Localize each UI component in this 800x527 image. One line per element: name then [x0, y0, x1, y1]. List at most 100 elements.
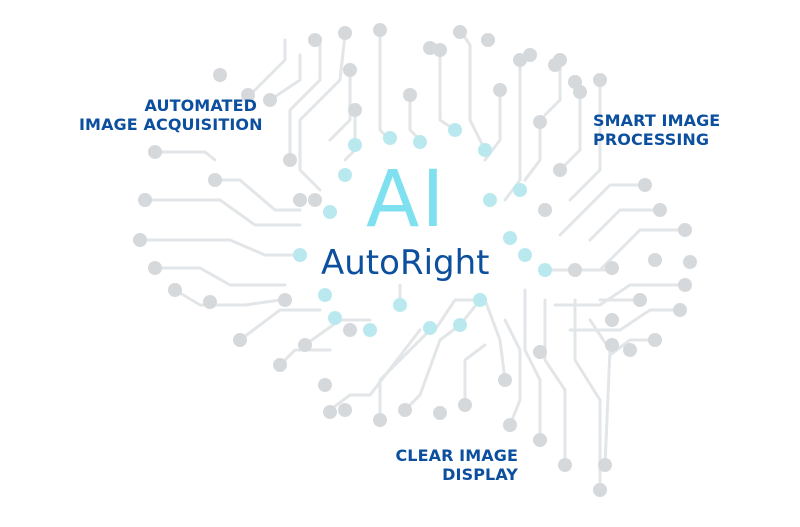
automated-label-line1: AUTOMATED [144, 96, 257, 115]
circuit-node [343, 323, 357, 337]
circuit-node [458, 398, 472, 412]
circuit-node [433, 43, 447, 57]
circuit-node-highlight [323, 205, 337, 219]
circuit-node [263, 93, 277, 107]
circuit-trace [503, 318, 522, 427]
circuit-node-highlight [453, 318, 467, 332]
circuit-node [348, 103, 362, 117]
circuit-node-highlight [393, 298, 407, 312]
ai-heading: AI [366, 155, 447, 245]
circuit-node [133, 233, 147, 247]
circuit-node [148, 145, 162, 159]
circuit-node [453, 25, 467, 39]
circuit-node-highlight [328, 311, 342, 325]
circuit-trace [588, 208, 662, 242]
circuit-trace [543, 298, 567, 467]
circuit-node-highlight [478, 143, 492, 157]
circuit-trace [248, 38, 287, 97]
circuit-trace [433, 298, 482, 332]
automated-label-line2: IMAGE ACQUISITION [79, 115, 263, 134]
circuit-trace [238, 308, 322, 342]
circuit-trace [558, 88, 582, 172]
circuit-node [338, 26, 352, 40]
circuit-node-highlight [348, 138, 362, 152]
circuit-node [403, 88, 417, 102]
circuit-node [318, 378, 332, 392]
circuit-node-highlight [513, 183, 527, 197]
circuit-node [373, 23, 387, 37]
circuit-node [168, 283, 182, 297]
circuit-node [203, 295, 217, 309]
circuit-node [373, 413, 387, 427]
circuit-trace [553, 283, 687, 307]
circuit-node [293, 193, 307, 207]
circuit-node [138, 193, 152, 207]
circuit-trace [568, 78, 602, 202]
circuit-node [298, 338, 312, 352]
circuit-node [343, 63, 357, 77]
clear-image-display-label: CLEAR IMAGE DISPLAY [370, 446, 518, 484]
circuit-node [241, 88, 255, 102]
circuit-node [558, 458, 572, 472]
circuit-trace [438, 48, 457, 132]
circuit-node [233, 333, 247, 347]
circuit-node [338, 403, 352, 417]
circuit-node [638, 178, 652, 192]
automated-image-acquisition-label: AUTOMATED IMAGE ACQUISITION [79, 96, 263, 134]
circuit-trace [503, 58, 522, 202]
circuit-node [308, 193, 322, 207]
circuit-node [553, 163, 567, 177]
autoright-brand-name: AutoRight [321, 243, 490, 283]
circuit-trace [153, 266, 287, 287]
circuit-node [213, 68, 227, 82]
circuit-node [538, 203, 552, 217]
circuit-node [481, 33, 495, 47]
circuit-trace [378, 28, 392, 142]
circuit-node-highlight [503, 231, 517, 245]
circuit-trace [378, 328, 432, 422]
circuit-node [598, 458, 612, 472]
circuit-node [533, 345, 547, 359]
circuit-node [653, 203, 667, 217]
circuit-node [633, 293, 647, 307]
circuit-node [283, 153, 297, 167]
circuit-node [493, 83, 507, 97]
circuit-trace [403, 323, 462, 412]
circuit-node [278, 293, 292, 307]
circuit-node [605, 261, 619, 275]
circuit-node [398, 403, 412, 417]
circuit-node-highlight [413, 135, 427, 149]
circuit-trace [138, 238, 307, 257]
circuit-node [605, 338, 619, 352]
circuit-node [433, 406, 447, 420]
circuit-trace [268, 53, 302, 102]
circuit-trace [523, 288, 542, 442]
circuit-node [593, 73, 607, 87]
circuit-node-highlight [448, 123, 462, 137]
circuit-node-highlight [538, 263, 552, 277]
circuit-node-highlight [363, 323, 377, 337]
circuit-node [678, 223, 692, 237]
circuit-trace [298, 33, 347, 192]
circuit-node [648, 253, 662, 267]
circuit-trace [208, 178, 302, 212]
circuit-trace [573, 298, 602, 492]
circuit-node [623, 343, 637, 357]
circuit-node [323, 405, 337, 419]
circuit-node [673, 303, 687, 317]
circuit-trace [153, 150, 217, 162]
circuit-trace [328, 328, 422, 412]
circuit-trace [598, 228, 687, 272]
circuit-node-highlight [293, 248, 307, 262]
circuit-node [273, 358, 287, 372]
clear-label-line2: DISPLAY [442, 465, 518, 484]
circuit-node-highlight [338, 168, 352, 182]
circuit-node [678, 278, 692, 292]
circuit-trace [568, 308, 682, 332]
circuit-node [648, 333, 662, 347]
smart-label-line2: PROCESSING [593, 130, 710, 149]
circuit-trace [328, 68, 352, 142]
circuit-node [593, 483, 607, 497]
circuit-node [513, 53, 527, 67]
